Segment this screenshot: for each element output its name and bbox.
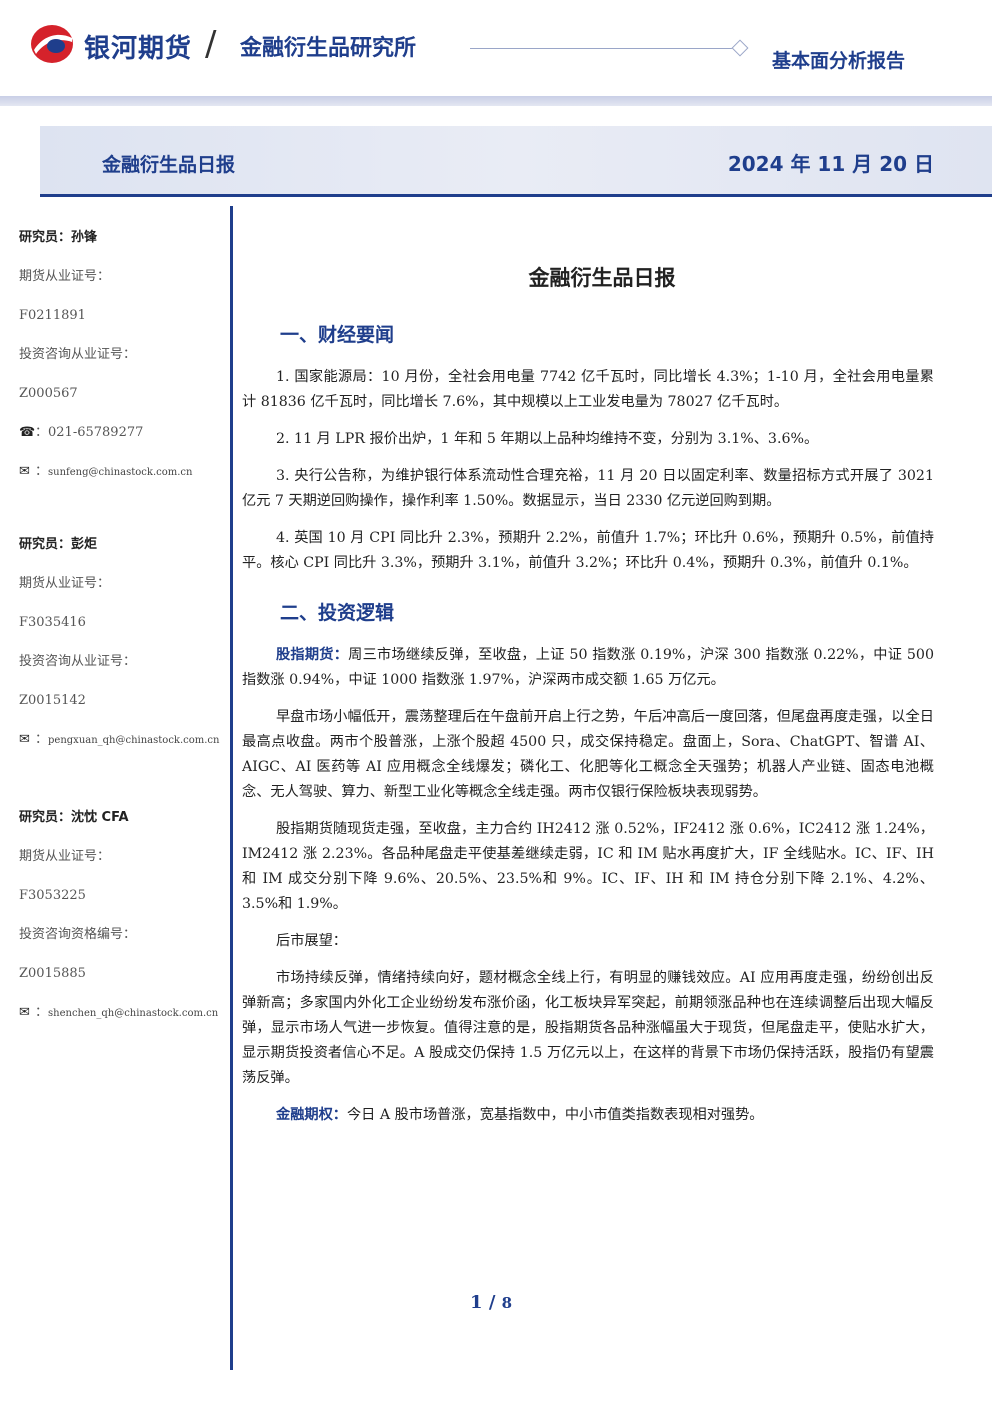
mail-icon: ✉: [19, 1005, 30, 1020]
email-row: ✉：sunfeng@chinastock.com.cn: [19, 462, 224, 501]
header-band: [0, 96, 992, 106]
license-number: F3035416: [19, 615, 86, 630]
report-body: 金融衍生品日报 一、财经要闻 1. 国家能源局：10 月份，全社会用电量 774…: [242, 262, 934, 1140]
page-number: 1 / 8: [470, 1292, 512, 1313]
current-page: 1: [470, 1292, 483, 1313]
market-paragraph: 早盘市场小幅低开，震荡整理后在午盘前开启上行之势，午后冲高后一度回落，但尾盘再度…: [242, 709, 934, 800]
researcher-name: 研究员：彭炬: [19, 537, 98, 552]
options-paragraph: 金融期权：今日 A 股市场普涨，宽基指数中，中小市值类指数表现相对强势。: [242, 1103, 934, 1128]
phone-icon: ☎: [19, 425, 36, 440]
brand-name: 银河期货: [84, 34, 193, 64]
diamond-ornament-icon: [731, 39, 749, 57]
consult-number: Z0015142: [19, 693, 86, 708]
institute-name: 金融衍生品研究所: [240, 36, 417, 61]
mail-icon: ✉: [19, 732, 30, 747]
license-number: F0211891: [19, 308, 86, 323]
researcher-sidebar: 研究员：孙锋 期货从业证号： F0211891 投资咨询从业证号： Z00056…: [19, 228, 224, 1042]
news-item: 2. 11 月 LPR 报价出炉，1 年和 5 年期以上品种均维持不变，分别为 …: [276, 431, 819, 447]
phone-number: 021-65789277: [48, 425, 144, 440]
news-item: 4. 英国 10 月 CPI 同比升 2.3%，预期升 2.2%，前值升 1.7…: [242, 530, 934, 571]
consult-number: Z0015885: [19, 966, 86, 981]
total-pages: 8: [501, 1294, 513, 1312]
document-title: 金融衍生品日报: [528, 266, 676, 290]
index-futures-text: 周三市场继续反弹，至收盘，上证 50 指数涨 0.19%，沪深 300 指数涨 …: [242, 647, 934, 688]
researcher-name: 研究员：孙锋: [19, 230, 98, 245]
email-link[interactable]: pengxuan_qh@chinastock.com.cn: [48, 735, 220, 746]
section-heading-logic: 二、投资逻辑: [280, 602, 395, 624]
news-item: 1. 国家能源局：10 月份，全社会用电量 7742 亿千瓦时，同比增长 4.3…: [242, 369, 934, 410]
outlook-paragraph: 市场持续反弹，情绪持续向好，题材概念全线上行，有明显的赚钱效应。AI 应用再度走…: [242, 970, 934, 1086]
email-row: ✉：pengxuan_qh@chinastock.com.cn: [19, 730, 224, 769]
header-divider: /: [205, 24, 217, 64]
license-label: 期货从业证号：: [19, 576, 111, 591]
researcher-name: 研究员：沈忱 CFA: [19, 810, 129, 825]
email-link[interactable]: sunfeng@chinastock.com.cn: [48, 467, 193, 478]
license-label: 期货从业证号：: [19, 849, 111, 864]
galaxy-logo-icon: [31, 25, 73, 63]
mail-icon: ✉: [19, 464, 30, 479]
report-type: 基本面分析报告: [772, 50, 906, 72]
license-label: 期货从业证号：: [19, 269, 111, 284]
title-banner: 金融衍生品日报 2024 年 11 月 20 日: [40, 126, 992, 197]
news-item: 3. 央行公告称，为维护银行体系流动性合理充裕，11 月 20 日以固定利率、数…: [242, 468, 934, 509]
header-rule: [470, 48, 732, 49]
sidebar-divider: [230, 206, 233, 1370]
options-label: 金融期权：: [276, 1107, 347, 1123]
consult-label: 投资咨询资格编号：: [19, 927, 137, 942]
section-heading-news: 一、财经要闻: [280, 324, 395, 346]
consult-number: Z000567: [19, 386, 78, 401]
options-text: 今日 A 股市场普涨，宽基指数中，中小市值类指数表现相对强势。: [346, 1107, 764, 1123]
license-number: F3053225: [19, 888, 86, 903]
phone-row: ☎：021-65789277: [19, 423, 224, 462]
page-separator: /: [488, 1292, 496, 1313]
index-futures-paragraph: 股指期货：周三市场继续反弹，至收盘，上证 50 指数涨 0.19%，沪深 300…: [242, 643, 934, 693]
futures-paragraph: 股指期货随现货走强，至收盘，主力合约 IH2412 涨 0.52%，IF2412…: [242, 821, 934, 912]
consult-label: 投资咨询从业证号：: [19, 347, 137, 362]
report-date: 2024 年 11 月 20 日: [727, 152, 934, 176]
outlook-label: 后市展望：: [276, 933, 347, 949]
email-row: ✉：shenchen_qh@chinastock.com.cn: [19, 1003, 224, 1042]
email-link[interactable]: shenchen_qh@chinastock.com.cn: [48, 1008, 219, 1019]
banner-title: 金融衍生品日报: [102, 154, 236, 176]
index-futures-label: 股指期货：: [276, 647, 349, 663]
consult-label: 投资咨询从业证号：: [19, 654, 137, 669]
